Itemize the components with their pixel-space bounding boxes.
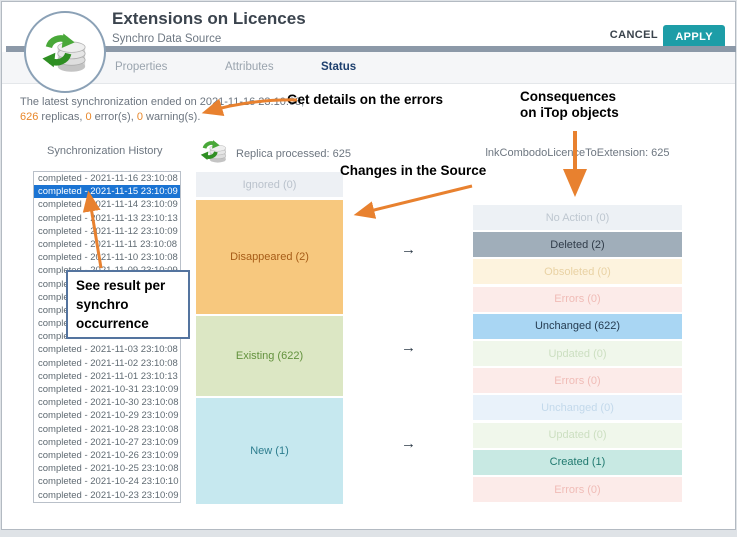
link-class-header: lnkCombodoLicenceToExtension: 625 xyxy=(485,147,670,159)
history-item[interactable]: completed - 2021-10-23 23:10:09 xyxy=(38,489,179,501)
annotation-consequences: Consequences on iTop objects xyxy=(520,89,619,120)
target-row[interactable]: Errors (0) xyxy=(473,286,682,312)
source-block[interactable]: Existing (622) xyxy=(196,316,343,396)
annotation-changes-in-source: Changes in the Source xyxy=(340,163,487,178)
history-item[interactable]: completed - 2021-11-11 23:10:08 xyxy=(38,238,178,250)
history-item[interactable]: completed - 2021-11-15 23:10:09 xyxy=(34,185,180,199)
replicas-label: replicas, xyxy=(41,111,83,123)
replica-processed-header: Replica processed: 625 xyxy=(236,148,351,160)
history-item[interactable]: completed - 2021-10-30 23:10:08 xyxy=(38,397,179,409)
cancel-button[interactable]: CANCEL xyxy=(604,28,664,42)
target-row[interactable]: No Action (0) xyxy=(473,205,682,230)
target-row[interactable]: Updated (0) xyxy=(473,341,682,366)
tab-status[interactable]: Status xyxy=(321,61,357,73)
history-item[interactable]: completed - 2021-11-02 23:10:08 xyxy=(38,357,178,369)
history-item[interactable]: completed - 2021-11-13 23:10:13 xyxy=(38,212,178,224)
history-item[interactable]: completed - 2021-10-25 23:10:08 xyxy=(38,463,179,475)
target-row[interactable]: Errors (0) xyxy=(473,477,682,502)
flow-arrow-icon: → xyxy=(401,435,416,452)
history-item[interactable]: completed - 2021-11-16 23:10:08 xyxy=(38,173,178,184)
annotation-see-result-box: See result per synchro occurrence xyxy=(66,270,190,339)
history-item[interactable]: completed - 2021-11-14 23:10:09 xyxy=(38,199,178,211)
history-item[interactable]: completed - 2021-10-29 23:10:09 xyxy=(38,410,179,422)
flow-arrow-icon: → xyxy=(401,241,416,258)
history-item[interactable]: completed - 2021-10-31 23:10:09 xyxy=(38,384,179,395)
replica-sync-icon xyxy=(196,134,232,168)
synchro-data-source-icon xyxy=(24,11,106,93)
history-item[interactable]: completed - 2021-11-03 23:10:08 xyxy=(38,344,178,356)
history-item[interactable]: completed - 2021-10-28 23:10:08 xyxy=(38,423,179,435)
flow-arrow-icon: → xyxy=(401,339,416,356)
tab-attributes[interactable]: Attributes xyxy=(225,61,274,73)
history-column-title: Synchronization History xyxy=(47,145,163,157)
target-row[interactable]: Obsoleted (0) xyxy=(473,259,682,285)
target-row[interactable]: Unchanged (622) xyxy=(473,313,682,339)
errors-count: 0 xyxy=(85,111,92,123)
history-item[interactable]: completed - 2021-10-26 23:10:09 xyxy=(38,449,179,461)
status-prefix: The latest synchronization ended on xyxy=(20,96,197,108)
history-item[interactable]: completed - 2021-10-24 23:10:10 xyxy=(38,476,179,488)
source-block[interactable]: Ignored (0) xyxy=(196,172,343,197)
warnings-label: warning(s). xyxy=(146,111,201,123)
target-row[interactable]: Unchanged (0) xyxy=(473,395,682,421)
tab-properties[interactable]: Properties xyxy=(115,61,168,73)
history-item[interactable]: completed - 2021-11-12 23:10:09 xyxy=(38,225,178,237)
status-summary-line1: The latest synchronization ended on 2021… xyxy=(20,96,304,108)
errors-label: error(s), xyxy=(94,111,134,123)
history-item[interactable]: completed - 2021-10-27 23:10:09 xyxy=(38,436,179,448)
header-divider xyxy=(6,46,736,52)
target-row[interactable]: Errors (0) xyxy=(473,368,682,394)
target-row[interactable]: Deleted (2) xyxy=(473,232,682,258)
annotation-get-details: Get details on the errors xyxy=(287,92,444,107)
apply-button[interactable]: APPLY xyxy=(663,25,725,49)
replicas-count: 626 xyxy=(20,111,39,123)
target-row[interactable]: Created (1) xyxy=(473,449,682,475)
warnings-count: 0 xyxy=(136,111,143,123)
page-title: Extensions on Licences xyxy=(112,9,306,28)
page-subtitle: Synchro Data Source xyxy=(112,33,222,45)
source-block[interactable]: Disappeared (2) xyxy=(196,200,343,314)
target-row[interactable]: Updated (0) xyxy=(473,422,682,448)
history-item[interactable]: completed - 2021-11-10 23:10:08 xyxy=(38,252,178,264)
history-item[interactable]: completed - 2021-11-01 23:10:13 xyxy=(38,370,178,382)
sync-database-icon xyxy=(42,33,86,72)
source-block[interactable]: New (1) xyxy=(196,398,343,504)
status-summary-line2: 626 replicas, 0 error(s), 0 warning(s). xyxy=(20,111,200,123)
tab-bar: Properties Attributes Status xyxy=(2,52,735,84)
